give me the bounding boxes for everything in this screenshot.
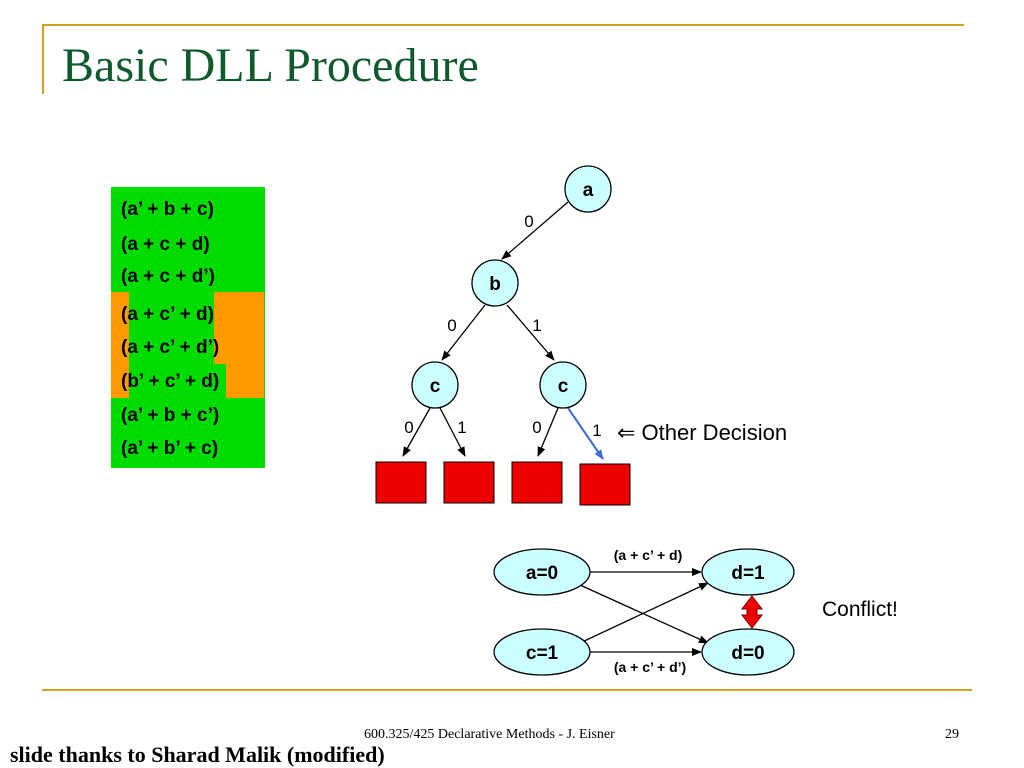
- tree-node-c-left: c: [411, 361, 459, 409]
- credit-text: slide thanks to Sharad Malik (modified): [10, 742, 385, 767]
- edge-c1-d1: [579, 582, 709, 644]
- decision-edge: [567, 407, 604, 460]
- edge-label-b-left: 0: [447, 316, 456, 335]
- other-decision-label: ⇐ Other Decision: [617, 420, 788, 445]
- page-number: 29: [945, 727, 959, 742]
- clause-7: (a’ + b + c’): [121, 405, 220, 426]
- edge-a0-d0: [579, 584, 709, 644]
- clause-2: (a + c + d): [121, 234, 210, 255]
- clause-highlight-left-2: [111, 364, 129, 398]
- conflict-double-arrow: [740, 595, 764, 629]
- tree-node-c-right: c: [539, 361, 587, 409]
- bottom-rule: [42, 689, 972, 691]
- clause-3: (a + c + d’): [121, 266, 215, 287]
- clause-6: (b’ + c’ + d): [121, 371, 220, 392]
- clause-5: (a + c’ + d’): [121, 337, 220, 358]
- edge-label-c1-right: 1: [457, 418, 466, 437]
- edge-label-c2-left: 0: [532, 418, 541, 437]
- tree-node-c-left-label: c: [430, 376, 441, 397]
- footer-text: 600.325/425 Declarative Methods - J. Eis…: [364, 727, 615, 742]
- edge-label-c1-left: 0: [404, 418, 413, 437]
- imp-clause-bottom: (a + c’ + d’): [614, 659, 686, 675]
- imp-node-c1: c=1: [493, 628, 591, 676]
- slide-title: Basic DLL Procedure: [62, 39, 479, 92]
- tree-node-b: b: [471, 259, 519, 307]
- imp-clause-top: (a + c’ + d): [614, 547, 682, 563]
- clause-4: (a + c’ + d): [121, 304, 214, 325]
- clause-highlight-right: [214, 292, 264, 364]
- edge-c1-leaf2: [439, 407, 466, 457]
- left-rule: [42, 24, 44, 94]
- clause-8: (a’ + b’ + c): [121, 438, 219, 459]
- edge-c1-leaf1: [402, 407, 431, 457]
- imp-node-a0-label: a=0: [526, 563, 558, 584]
- edge-b-c-left: [441, 304, 486, 361]
- edge-label-a-b: 0: [524, 212, 533, 231]
- clause-highlight-right-2: [226, 364, 264, 398]
- leaf-conflict-4: [579, 463, 631, 506]
- leaf-conflict-3: [511, 461, 563, 504]
- top-rule: [42, 24, 964, 26]
- imp-node-c1-label: c=1: [526, 643, 559, 664]
- edge-c2-leaf3: [537, 407, 559, 457]
- imp-node-d1: d=1: [701, 548, 795, 596]
- tree-node-a: a: [564, 165, 612, 213]
- clause-1: (a’ + b + c): [121, 199, 214, 220]
- imp-node-d1-label: d=1: [731, 563, 765, 584]
- imp-node-d0: d=0: [701, 628, 795, 676]
- imp-node-d0-label: d=0: [731, 643, 764, 664]
- tree-node-b-label: b: [489, 274, 501, 295]
- edge-label-c2-right: 1: [592, 421, 601, 440]
- clause-highlight-left: [111, 292, 129, 364]
- imp-node-a0: a=0: [493, 548, 591, 596]
- leaf-conflict-1: [375, 461, 427, 504]
- tree-node-c-right-label: c: [558, 376, 569, 397]
- leaf-conflict-2: [443, 461, 495, 504]
- edge-b-c-right: [506, 304, 555, 361]
- conflict-label: Conflict!: [822, 598, 898, 621]
- edge-a-b: [501, 201, 569, 260]
- tree-node-a-label: a: [583, 180, 594, 201]
- edge-label-b-right: 1: [532, 316, 541, 335]
